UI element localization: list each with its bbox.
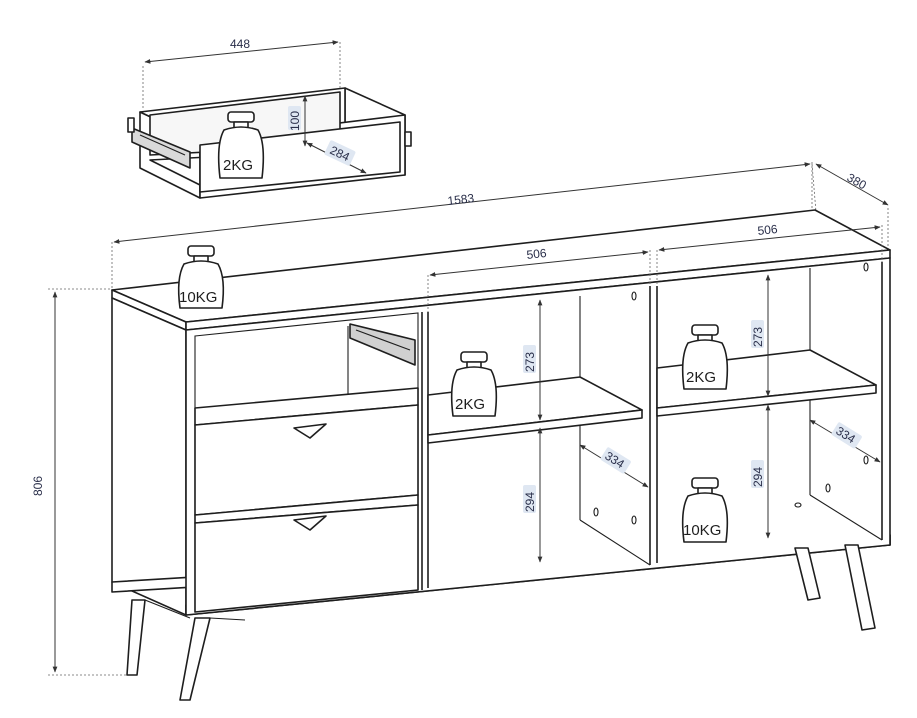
- upper-drawer-handle: [293, 423, 327, 439]
- shelf-height-lower-left-dimension: 294: [523, 427, 543, 563]
- cabinet-width-right-dimension: 506: [656, 222, 883, 285]
- shelf-left-weight-label: 2KG: [455, 396, 485, 413]
- shelf-height-upper-right-label: 273: [751, 327, 765, 347]
- shelf-height-lower-right-label: 294: [751, 467, 765, 487]
- shelf-right-upper-weight-icon: 2KG: [681, 324, 729, 390]
- sideboard-body: [111, 209, 891, 701]
- total-width-label: 1583: [447, 191, 475, 208]
- shelf-height-upper-right-dimension: 273: [751, 274, 771, 397]
- lower-drawer-handle: [293, 515, 327, 531]
- drawer-width-dimension: 448: [142, 37, 341, 110]
- top-weight-label: 10KG: [179, 289, 217, 306]
- cabinet-width-left-label: 506: [526, 246, 548, 262]
- total-width-dimension: 1583: [111, 162, 813, 290]
- shelf-left-weight-icon: 2KG: [450, 351, 498, 417]
- drawer-weight-label: 2KG: [223, 157, 253, 174]
- drawer-height-label: 100: [288, 111, 302, 131]
- top-weight-icon: 10KG: [177, 245, 225, 309]
- drawer-slide: [349, 323, 416, 366]
- drawer-width-label: 448: [230, 37, 250, 51]
- drawer-height-dimension: 100: [288, 95, 308, 147]
- total-height-dimension: 806: [31, 288, 130, 676]
- total-depth-label: 380: [845, 170, 870, 192]
- shelf-height-lower-right-dimension: 294: [751, 404, 771, 539]
- drawer-detail: [127, 87, 412, 199]
- shelf-height-upper-left-dimension: 273: [523, 299, 543, 421]
- shelf-right-upper-weight-label: 2KG: [686, 369, 716, 386]
- shelf-height-lower-left-label: 294: [523, 492, 537, 512]
- shelf-height-upper-left-label: 273: [523, 352, 537, 372]
- back-right-leg: [794, 547, 821, 601]
- total-height-label: 806: [31, 476, 45, 496]
- front-left-leg: [126, 599, 191, 676]
- front-right-leg: [844, 544, 876, 631]
- cabinet-width-left-dimension: 506: [427, 246, 651, 312]
- shelf-right-lower-weight-icon: 10KG: [681, 477, 729, 543]
- front-middle-leg: [179, 617, 246, 701]
- cabinet-width-right-label: 506: [757, 222, 779, 238]
- shelf-right-lower-weight-label: 10KG: [683, 522, 721, 539]
